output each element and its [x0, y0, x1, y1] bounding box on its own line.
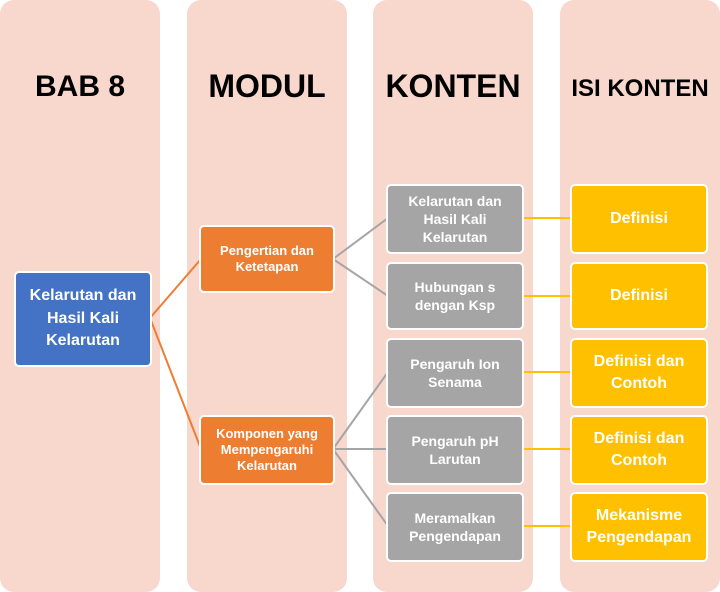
modul-box-1: Pengertian dan Ketetapan [199, 225, 335, 293]
connector-modul1-konten-1 [332, 217, 389, 260]
connector-modul2-konten-5 [332, 448, 389, 527]
isi-konten-box-4: Definisi dan Contoh [570, 415, 708, 485]
column-title-isi-konten: ISI KONTEN [571, 75, 709, 102]
topic-box: Kelarutan dan Hasil Kali Kelarutan [14, 271, 152, 367]
column-modul: MODUL [187, 0, 347, 592]
column-title-konten: KONTEN [385, 68, 521, 104]
konten-box-4: Pengaruh pH Larutan [386, 415, 524, 485]
konten-box-3: Pengaruh Ion Senama [386, 338, 524, 408]
modul-box-2: Komponen yang Mempengaruhi Kelarutan [199, 415, 335, 485]
konten-box-2: Hubungan s dengan Ksp [386, 262, 524, 330]
konten-box-5: Meramalkan Pengendapan [386, 492, 524, 562]
konten-box-1: Kelarutan dan Hasil Kali Kelarutan [386, 184, 524, 254]
column-title-modul: MODUL [208, 68, 326, 104]
isi-konten-box-2: Definisi [570, 262, 708, 330]
column-title-bab: BAB 8 [34, 70, 125, 103]
connector-topic-modul-1 [149, 258, 202, 319]
isi-konten-box-1: Definisi [570, 184, 708, 254]
connector-modul1-konten-2 [332, 258, 389, 297]
isi-konten-box-3: Definisi dan Contoh [570, 338, 708, 408]
connector-topic-modul-2 [149, 317, 202, 450]
connector-modul2-konten-3 [332, 371, 389, 450]
isi-konten-box-5: Mekanisme Pengendapan [570, 492, 708, 562]
